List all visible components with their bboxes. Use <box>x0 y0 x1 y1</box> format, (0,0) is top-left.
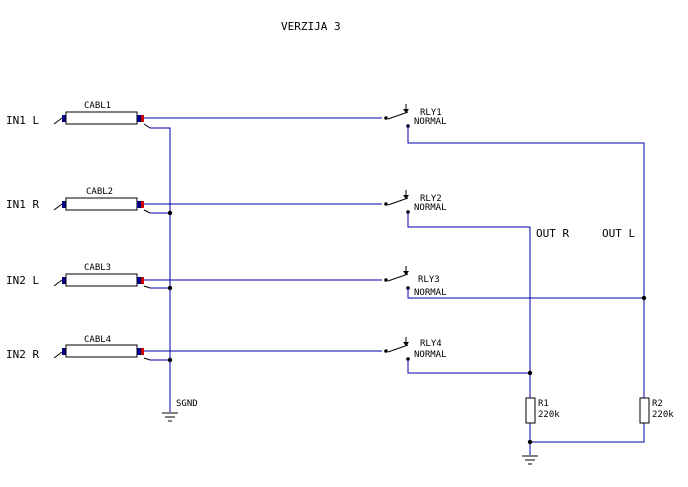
connector-right-2 <box>137 201 141 208</box>
resistor-value-r1: 220k <box>538 410 560 420</box>
connector-right-3 <box>137 277 141 284</box>
input-label-in2-l: IN2 L <box>6 274 39 287</box>
ground-bus <box>150 127 173 412</box>
cable-label-4: CABL4 <box>84 335 111 345</box>
relay-name-2: RLY2 <box>420 194 442 204</box>
diagram-title: VERZIJA 3 <box>281 20 341 33</box>
junction-dot <box>641 295 647 301</box>
resistor-name-r2: R2 <box>652 399 663 409</box>
output-wires <box>407 126 647 455</box>
junction-dot <box>167 285 173 291</box>
junction-dot <box>167 357 173 363</box>
connector-right-4 <box>137 348 141 355</box>
input-label-in1-l: IN1 L <box>6 114 39 127</box>
cable-3: CABL3 <box>53 263 151 289</box>
signal-wires <box>144 117 382 352</box>
connector-left-3 <box>62 277 66 284</box>
cable-1: CABL1 <box>53 101 151 129</box>
cable-label-1: CABL1 <box>84 101 111 111</box>
resistor-name-r1: R1 <box>538 399 549 409</box>
relay-name-4: RLY4 <box>420 339 442 349</box>
output-label-right: OUT R <box>536 227 569 240</box>
cable-body-1 <box>65 111 138 125</box>
connector-left-1 <box>62 115 66 122</box>
ground-symbol-left <box>162 412 178 422</box>
output-label-left: OUT L <box>602 227 635 240</box>
connector-left-2 <box>62 201 66 208</box>
resistor-value-r2: 220k <box>652 410 674 420</box>
ground-symbol-right <box>522 455 538 465</box>
relay-3: RLY3 NORMAL <box>384 266 447 298</box>
cable-body-4 <box>65 344 138 358</box>
cable-label-3: CABL3 <box>84 263 111 273</box>
junction-dot <box>527 370 533 376</box>
cable-4: CABL4 <box>53 335 151 361</box>
relay-state-4: NORMAL <box>414 350 447 360</box>
relay-state-1: NORMAL <box>414 117 447 127</box>
input-label-in2-r: IN2 R <box>6 348 39 361</box>
junction-dot <box>167 210 173 216</box>
cable-label-2: CABL2 <box>86 187 113 197</box>
relay-name-3: RLY3 <box>418 275 440 285</box>
cable-body-2 <box>65 197 138 211</box>
resistor-r2: R2 220k <box>639 397 674 424</box>
connector-right-1 <box>137 115 141 122</box>
input-label-in1-r: IN1 R <box>6 198 39 211</box>
relay-state-2: NORMAL <box>414 203 447 213</box>
junction-dot <box>527 439 533 445</box>
ground-label: SGND <box>176 399 198 409</box>
connector-left-4 <box>62 348 66 355</box>
resistor-r1: R1 220k <box>525 397 560 424</box>
relay-1: RLY1 NORMAL <box>384 104 447 128</box>
cable-body-3 <box>65 273 138 287</box>
cable-2: CABL2 <box>53 187 151 214</box>
relay-state-3: NORMAL <box>414 288 447 298</box>
relay-4: RLY4 NORMAL <box>384 337 447 361</box>
relay-name-1: RLY1 <box>420 108 442 118</box>
relay-2: RLY2 NORMAL <box>384 190 447 214</box>
